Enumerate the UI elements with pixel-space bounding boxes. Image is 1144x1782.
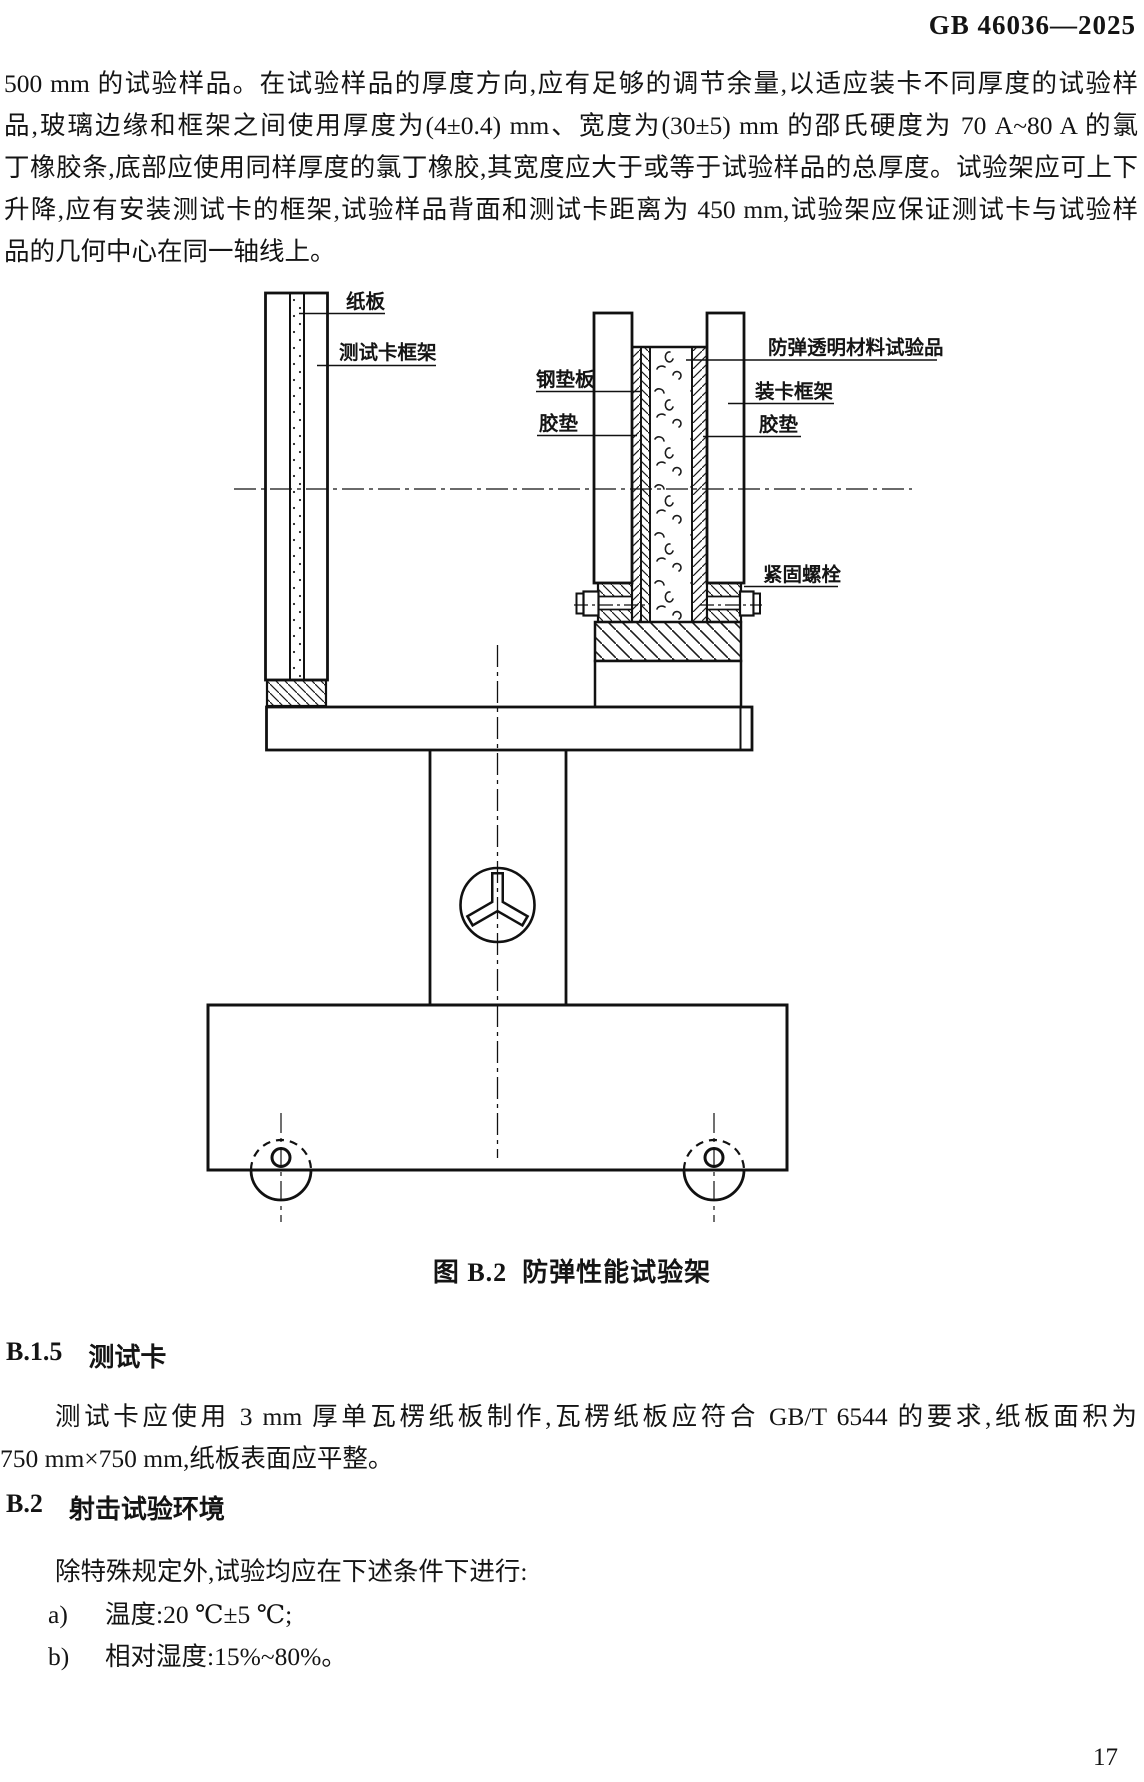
paragraph-line: 测试卡应使用 3 mm 厚单瓦楞纸板制作,瓦楞纸板应符合 GB/T 6544 的… xyxy=(55,1402,1137,1431)
section-id: B.2 xyxy=(6,1489,43,1518)
section-heading-b2: B.2 射击试验环境 xyxy=(6,1489,225,1526)
section-b2-intro: 除特殊规定外,试验均应在下述条件下进行: xyxy=(0,1551,1137,1593)
clamp-base-hatched-block xyxy=(593,620,743,663)
bolt-flange-right xyxy=(705,581,743,624)
list-item-b: b) 相对湿度:15%~80%。 xyxy=(48,1636,347,1678)
bolt-washer-right xyxy=(752,592,761,615)
paragraph-line: 500 mm 的试验样品。在试验样品的厚度方向,应有足够的调节余量,以适应装卡不… xyxy=(4,69,1138,98)
label-fastening-bolt: 紧固螺栓 xyxy=(763,563,842,586)
figure-caption: 图 B.2 防弹性能试验架 xyxy=(432,1258,712,1287)
rubber-pad-right-part xyxy=(691,346,708,623)
paragraph-line: 升降,应有安装测试卡的框架,试验样品背面和测试卡距离为 450 mm,试验架应保… xyxy=(4,195,1138,224)
clamp-frame-left-plate xyxy=(592,311,634,585)
leader-lines xyxy=(299,312,937,588)
section-title: 测试卡 xyxy=(88,1343,167,1372)
steel-backing-plate-part xyxy=(631,346,642,623)
label-steel-backing-plate: 钢垫板 xyxy=(536,368,595,391)
specimen-clamp-assembly xyxy=(574,311,762,709)
paragraph-line: 750 mm×750 mm,纸板表面应平整。 xyxy=(0,1444,394,1473)
standard-code-header: GB 46036—2025 xyxy=(928,10,1136,40)
stand-structure xyxy=(206,705,789,1222)
wheel-right xyxy=(682,1113,746,1222)
section-heading-b15: B.1.5 测试卡 xyxy=(6,1337,166,1374)
label-cardboard: 纸板 xyxy=(346,290,386,313)
intro-paragraph: 500 mm 的试验样品。在试验样品的厚度方向,应有足够的调节余量,以适应装卡不… xyxy=(4,63,1138,273)
label-test-card-frame: 测试卡框架 xyxy=(339,341,437,364)
section-title: 射击试验环境 xyxy=(68,1495,225,1524)
paragraph-line: 除特殊规定外,试验均应在下述条件下进行: xyxy=(55,1557,528,1586)
clamp-base-lower-block xyxy=(593,659,743,709)
list-text: 相对湿度:15%~80%。 xyxy=(105,1642,347,1671)
bolt-head-left xyxy=(582,590,600,617)
cardboard-layer xyxy=(290,293,304,680)
section-id: B.1.5 xyxy=(6,1337,63,1366)
top-base-plate xyxy=(265,705,754,752)
list-item-a: a) 温度:20 ℃±5 ℃; xyxy=(48,1594,292,1636)
paragraph-line: 品的几何中心在同一轴线上。 xyxy=(4,237,336,266)
section-b15-paragraph: 测试卡应使用 3 mm 厚单瓦楞纸板制作,瓦楞纸板应符合 GB/T 6544 的… xyxy=(0,1396,1137,1480)
paragraph-line: 品,玻璃边缘和框架之间使用厚度为(4±0.4) mm、宽度为(30±5) mm … xyxy=(4,111,1138,140)
list-marker: b) xyxy=(48,1642,70,1671)
page-number: 17 xyxy=(1093,1744,1118,1771)
bolt-flange-left xyxy=(596,581,634,624)
clamp-frame-right-plate xyxy=(705,311,746,585)
wheel-left xyxy=(249,1113,313,1222)
specimen-part xyxy=(649,346,693,623)
label-clamping-frame: 装卡框架 xyxy=(754,380,834,403)
paragraph-line: 丁橡胶条,底部应使用同样厚度的氯丁橡胶,其宽度应大于或等于试验样品的总厚度。试验… xyxy=(4,153,1138,182)
list-marker: a) xyxy=(48,1600,68,1629)
list-text: 温度:20 ℃±5 ℃; xyxy=(105,1600,293,1629)
test-card-assembly xyxy=(264,291,329,708)
handwheel xyxy=(459,866,536,944)
label-rubber-pad-right: 胶垫 xyxy=(759,413,799,436)
label-rubber-pad-left: 胶垫 xyxy=(539,412,579,435)
bolt-washer-left xyxy=(575,592,585,615)
label-specimen: 防弹透明材料试验品 xyxy=(768,336,944,359)
bottom-base xyxy=(206,1003,789,1172)
bolt-nut-right xyxy=(738,590,755,617)
test-card-foot-block xyxy=(265,678,328,708)
rubber-pad-left-part xyxy=(640,346,651,623)
